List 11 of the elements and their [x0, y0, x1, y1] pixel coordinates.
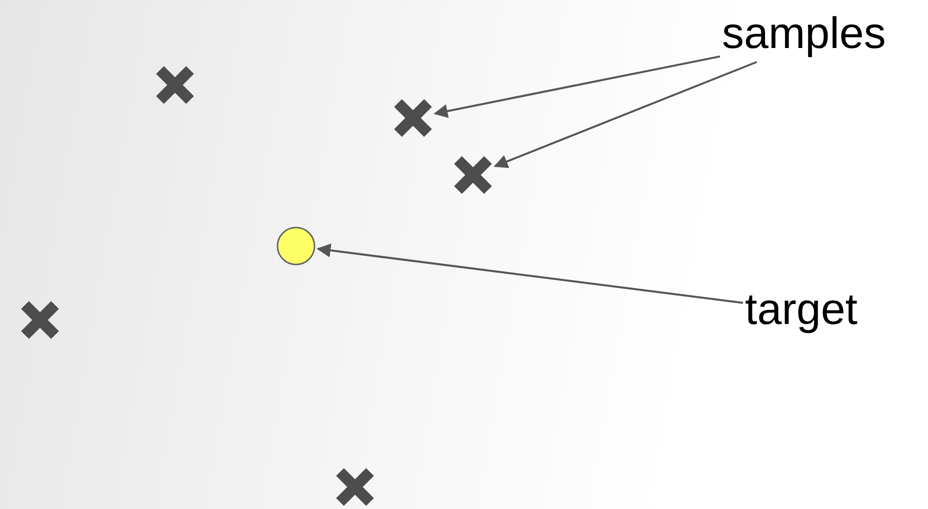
callout-label: target: [745, 288, 858, 332]
target-circle: [276, 226, 316, 266]
sample-cross-mark: [20, 300, 60, 340]
sample-cross-mark: [335, 467, 375, 507]
leader-arrow: [434, 55, 720, 118]
sample-cross-mark: [453, 155, 493, 195]
leader-arrow: [316, 243, 744, 304]
sample-cross-mark: [155, 65, 195, 105]
sample-cross-mark: [393, 98, 433, 138]
leader-arrow: [494, 61, 758, 168]
callout-label: samples: [722, 12, 886, 56]
